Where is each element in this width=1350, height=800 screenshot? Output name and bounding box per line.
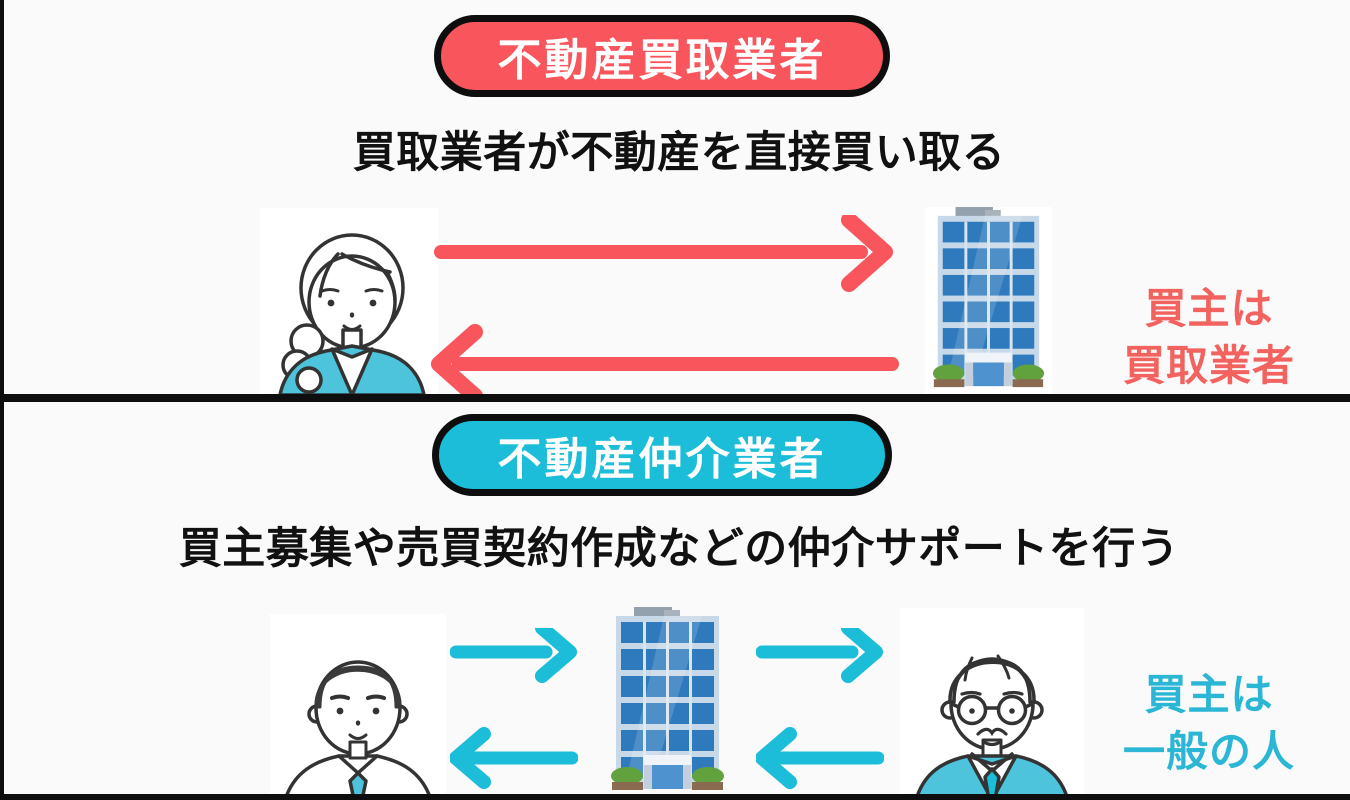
buyout-note-line1: 買主は (1144, 285, 1274, 332)
elderly-man-illustration (900, 608, 1084, 794)
brokerage-badge: 不動産仲介業者 (432, 414, 892, 496)
brokerage-note-line2: 一般の人 (1122, 728, 1295, 775)
brokerage-description: 買主募集や売買契約作成などの仲介サポートを行う (178, 525, 1180, 573)
brokerage-note: 買主は 一般の人 (1089, 666, 1329, 780)
buyout-badge: 不動産買取業者 (434, 15, 890, 97)
cyan-two-way-arrows-left-icon (450, 628, 578, 789)
section-divider (4, 394, 1350, 402)
buyout-badge-label: 不動産買取業者 (497, 36, 827, 85)
red-two-way-arrows-icon (431, 215, 899, 400)
buyout-note-line2: 買取業者 (1122, 342, 1295, 389)
buyout-note: 買主は 買取業者 (1089, 280, 1329, 394)
brokerage-note-line1: 買主は (1144, 671, 1274, 718)
woman-illustration (260, 208, 438, 395)
buyout-description: 買取業者が不動産を直接買い取る (352, 129, 1006, 177)
office-building-illustration-top (925, 207, 1052, 394)
cyan-two-way-arrows-right-icon (756, 628, 884, 789)
brokerage-badge-label: 不動産仲介業者 (497, 435, 827, 484)
businessman-illustration (270, 614, 446, 794)
office-building-illustration-bottom (604, 604, 731, 794)
